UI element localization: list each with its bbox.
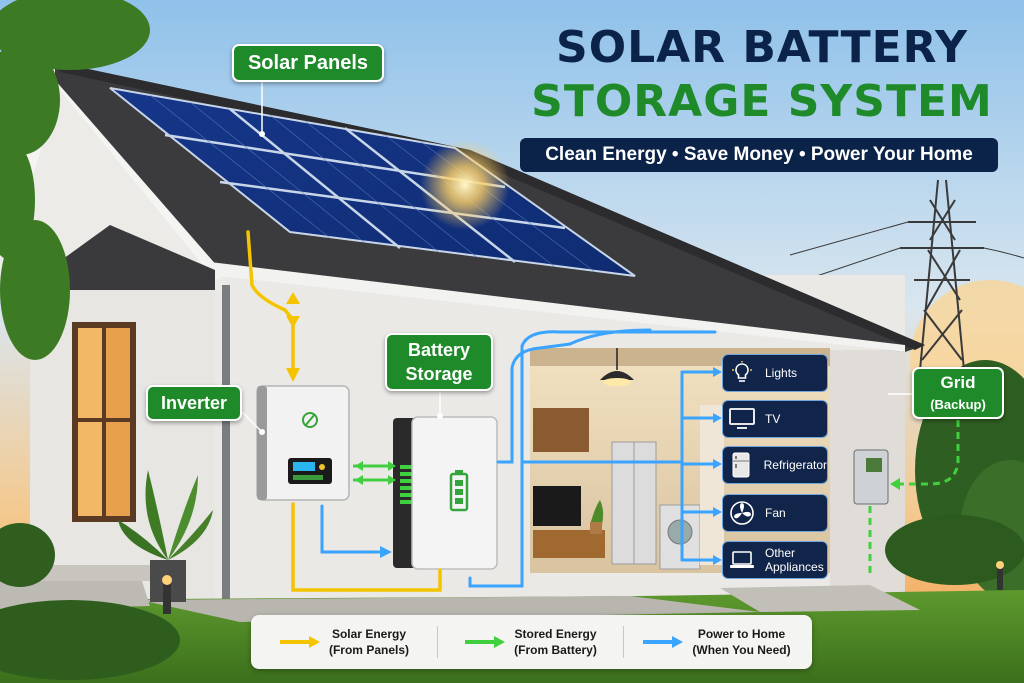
battery-storage-label: Battery Storage <box>385 333 493 391</box>
bush <box>0 523 55 587</box>
refrigerator-icon <box>727 450 756 480</box>
grid-label-sub: (Backup) <box>930 397 986 412</box>
grid-flow <box>868 420 960 578</box>
legend: Solar Energy (From Panels) Stored Energy… <box>251 615 812 669</box>
laptop-icon <box>727 545 757 575</box>
grid-label-title: Grid <box>940 373 976 392</box>
lightbulb-icon <box>727 358 757 388</box>
appliance-tv: TV <box>722 400 828 438</box>
title-line2: STORAGE SYSTEM <box>531 76 993 127</box>
inverter-device <box>256 385 350 501</box>
appliance-refrigerator: Refrigerator <box>722 446 828 484</box>
title-line1: SOLAR BATTERY <box>556 22 968 73</box>
legend-label: Power to Home <box>697 627 786 641</box>
legend-item-solar: Solar Energy (From Panels) <box>251 626 437 658</box>
grid-label: Grid (Backup) <box>912 367 1004 419</box>
legend-sublabel: (From Panels) <box>328 643 409 657</box>
legend-sublabel: (From Battery) <box>514 643 597 657</box>
arrow-right-icon <box>279 636 320 648</box>
solar-panel-array <box>109 87 636 277</box>
tv-icon <box>727 404 757 434</box>
sun-reflection <box>420 140 510 230</box>
appliance-lights: Lights <box>722 354 828 392</box>
arrow-right-icon <box>643 636 684 648</box>
appliance-label-line1: Other <box>765 546 796 560</box>
battery-device <box>393 416 498 570</box>
inverter-label: Inverter <box>146 385 242 421</box>
legend-item-home: Power to Home (When You Need) <box>623 626 809 658</box>
appliance-label: TV <box>765 412 781 426</box>
appliance-label: Refrigerator <box>763 458 827 472</box>
home-flow <box>320 328 718 588</box>
legend-label: Stored Energy <box>514 627 597 641</box>
garden-light <box>163 578 171 614</box>
arrow-right-icon <box>465 636 506 648</box>
battery-label-line2: Storage <box>405 364 473 384</box>
battery-label-line1: Battery <box>407 340 471 360</box>
appliance-other: Other Appliances <box>722 541 828 579</box>
potted-plant <box>118 470 213 602</box>
legend-sublabel: (When You Need) <box>692 643 791 657</box>
appliance-fan: Fan <box>722 494 828 532</box>
legend-label: Solar Energy <box>331 627 406 641</box>
power-tower <box>789 179 1024 371</box>
legend-item-stored: Stored Energy (From Battery) <box>437 626 623 658</box>
appliance-label: Other Appliances <box>765 546 824 574</box>
solar-flow <box>246 230 442 592</box>
solar-panels-label: Solar Panels <box>232 44 384 82</box>
appliance-label: Fan <box>765 506 786 520</box>
fan-icon <box>727 498 757 528</box>
subtitle-banner: Clean Energy • Save Money • Power Your H… <box>520 138 998 172</box>
appliance-label-line2: Appliances <box>765 560 824 574</box>
tree-left <box>0 0 150 360</box>
appliance-label: Lights <box>765 366 798 380</box>
